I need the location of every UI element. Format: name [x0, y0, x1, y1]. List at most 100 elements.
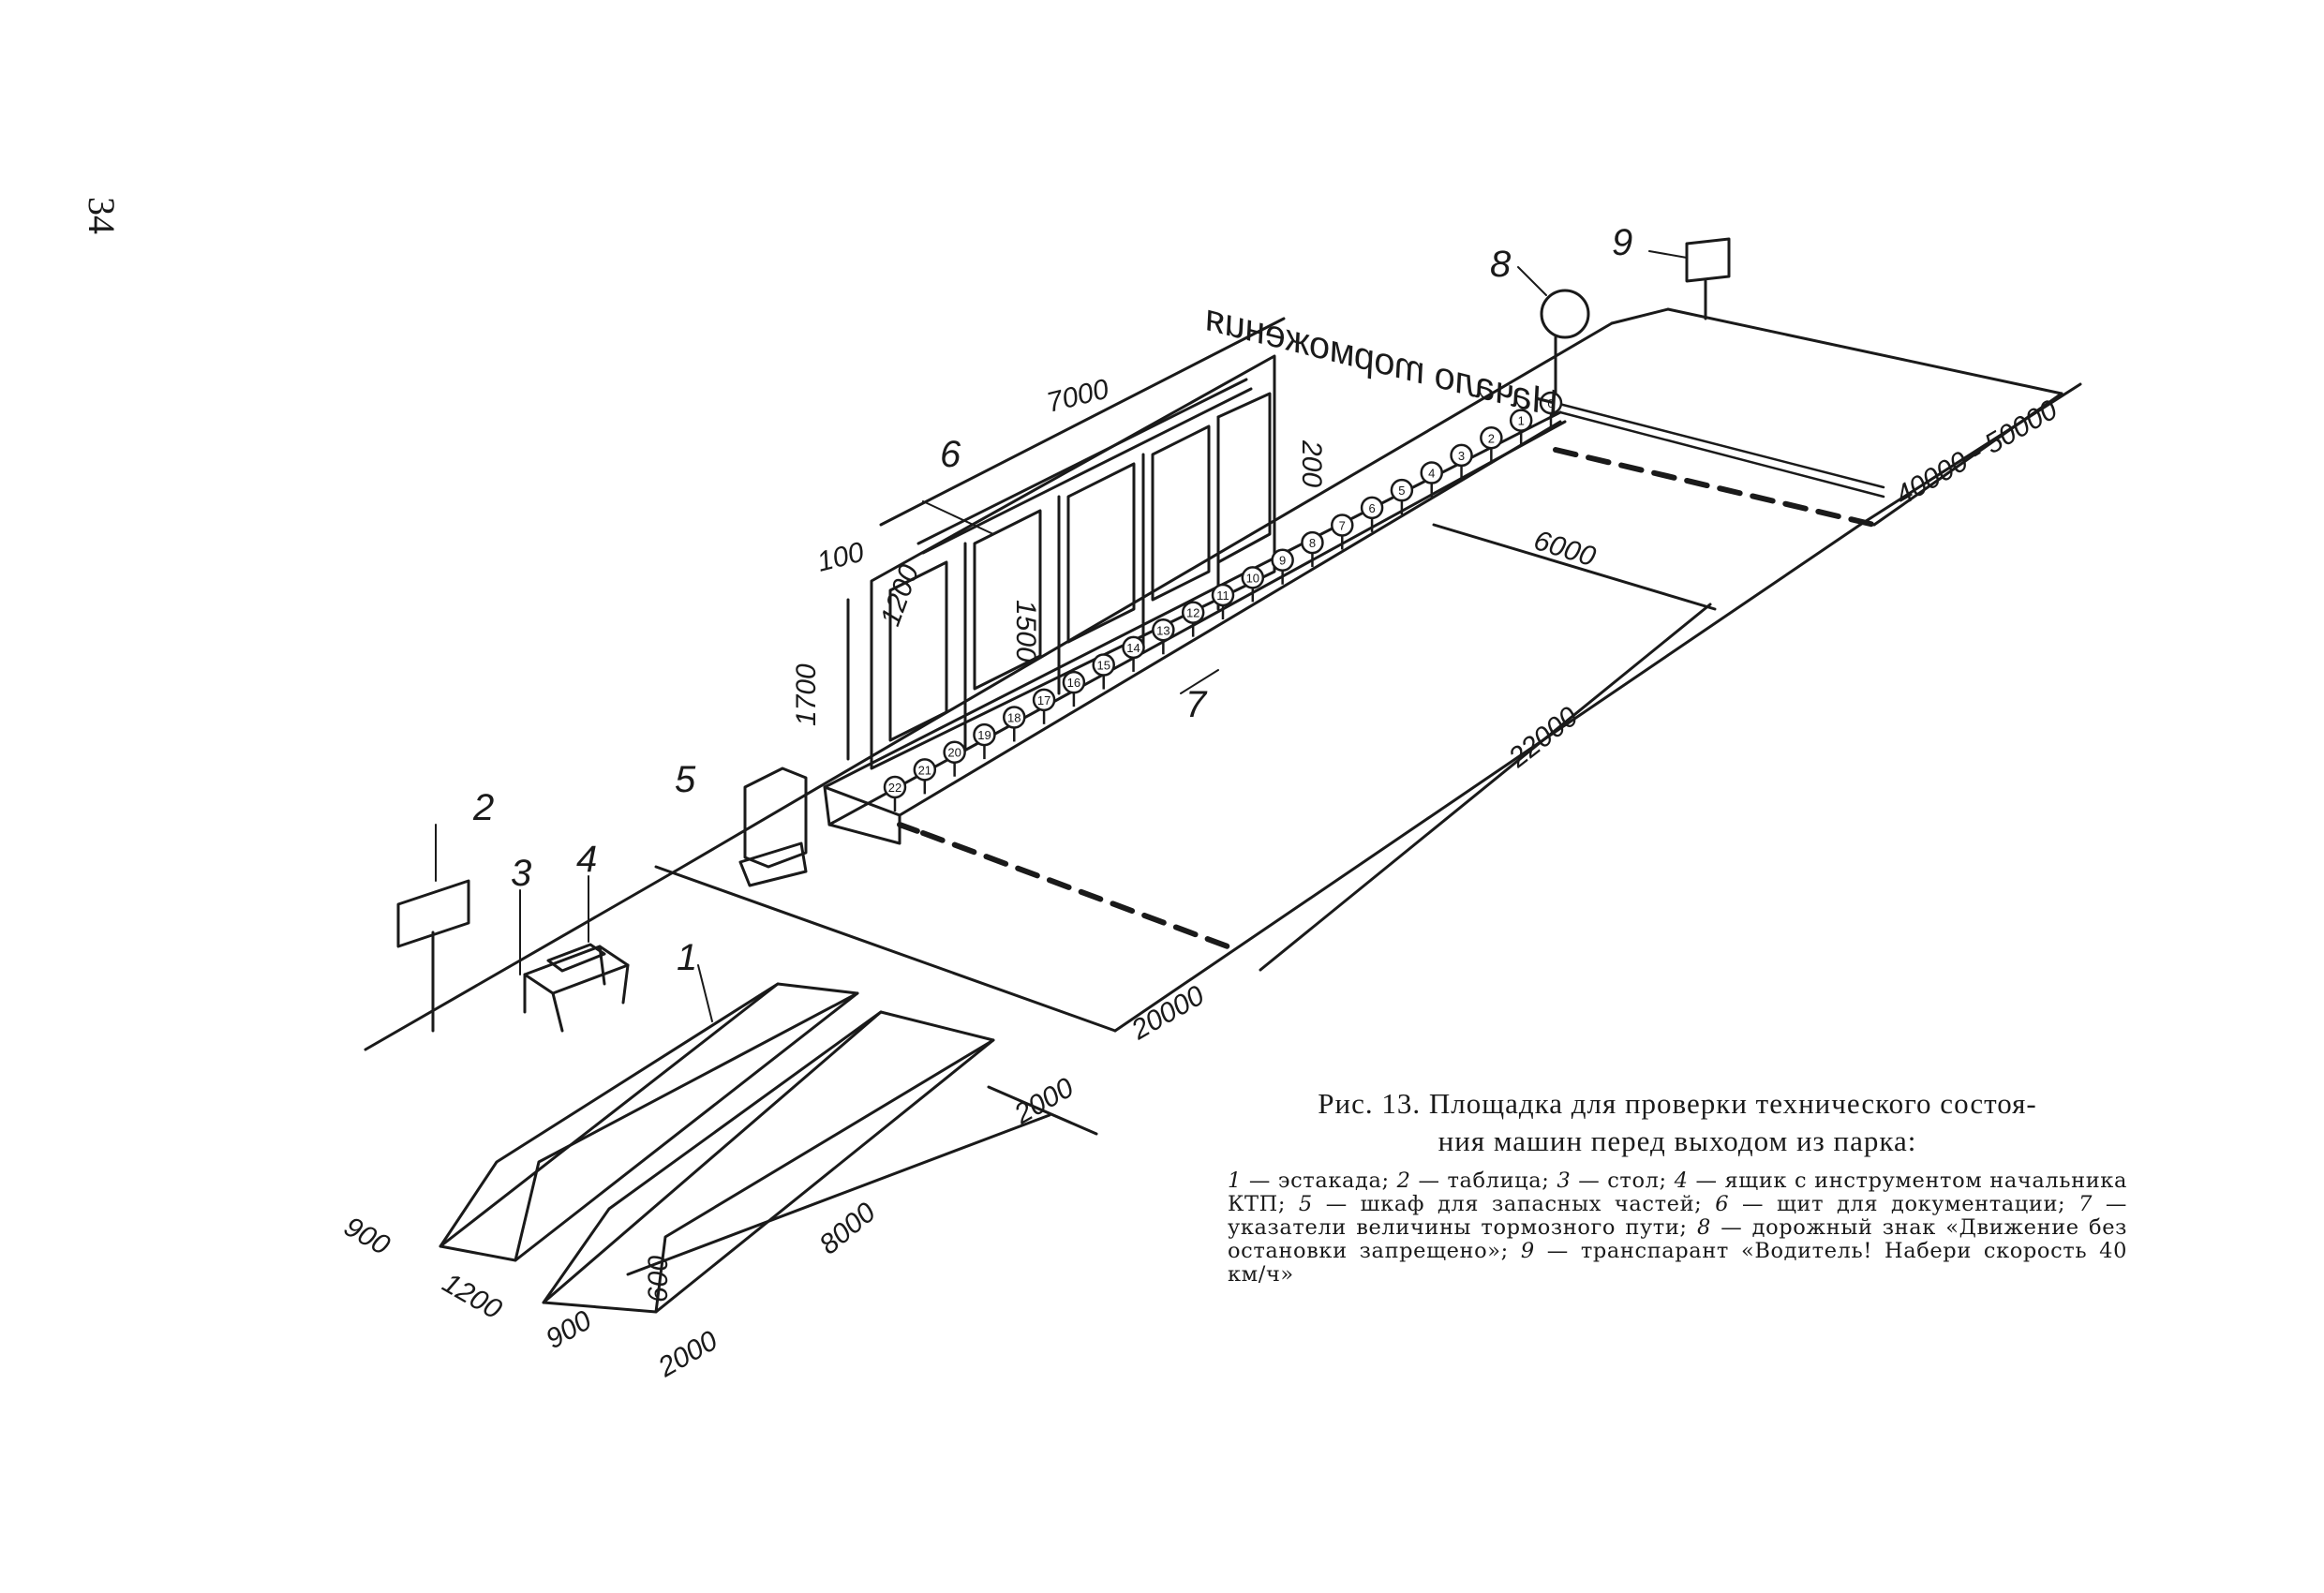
marker-label: 9 [1279, 554, 1286, 568]
marker-21: 21 [913, 758, 937, 795]
legend-item-6: 6 — щит для документации; [1715, 1192, 2078, 1216]
legend-number: 9 [1520, 1239, 1535, 1263]
dim-6000: 6000 [1530, 525, 1600, 573]
dim-600: 600 [643, 1256, 674, 1303]
marker-22: 22 [883, 775, 907, 811]
marker-label: 15 [1096, 659, 1110, 673]
dim-8000: 8000 [813, 1197, 882, 1260]
dim-1500: 1500 [1010, 600, 1041, 663]
marker-5: 5 [1390, 478, 1414, 515]
brake-start-line [1554, 401, 1885, 489]
table-top [523, 945, 630, 995]
legend-item-8: 8 — дорожный знак «Движение без остановк… [1228, 1215, 2127, 1263]
marker-15: 15 [1092, 653, 1115, 690]
marker-label: 12 [1186, 606, 1199, 620]
ramp-right [542, 1010, 995, 1314]
dim-22000: 22000 [1502, 701, 1584, 774]
marker-label: 21 [918, 763, 931, 777]
legend-text: — таблица; [1410, 1169, 1557, 1193]
dim-40000-line [1872, 392, 2063, 527]
dim-1200-ramp: 1200 [438, 1267, 508, 1325]
caption-title-line1: Рис. 13. Площадка для проверки техническ… [1318, 1087, 2037, 1120]
legend-text: — эстакада; [1241, 1169, 1397, 1193]
marker-0: 0 [1539, 391, 1563, 427]
legend-number: 8 [1696, 1215, 1711, 1240]
marker-label: 19 [977, 728, 991, 742]
dim-2000-bottom: 2000 [652, 1325, 723, 1384]
legend-item-9: 9 — транспарант «Водитель! Набери скорос… [1228, 1239, 2127, 1287]
caption-legend: 1 — эстакада; 2 — таблица; 3 — стол; 4 —… [1228, 1169, 2127, 1287]
label-6: 6 [940, 434, 961, 475]
marker-11: 11 [1211, 583, 1235, 619]
marker-label: 11 [1216, 588, 1229, 603]
brake-start-dash-line [1553, 447, 1877, 528]
marker-17: 17 [1032, 688, 1056, 724]
dim-20000: 20000 [1125, 980, 1210, 1047]
dim-40000-50000: 40000 - 50000 [1890, 395, 2063, 512]
label-7: 7 [1185, 684, 1208, 725]
marker-label: 20 [947, 746, 961, 760]
marker-label: 2 [1488, 431, 1495, 445]
label-3: 3 [511, 853, 531, 894]
marker-7: 7 [1331, 514, 1354, 550]
start-dash-line [897, 822, 1230, 949]
approach-front-edge [654, 865, 1117, 1033]
marker-8: 8 [1301, 530, 1324, 568]
label-4: 4 [576, 839, 597, 880]
marker-13: 13 [1152, 618, 1175, 655]
marker-19: 19 [973, 722, 996, 760]
road-sign-disc [1540, 289, 1590, 339]
marker-label: 7 [1339, 518, 1346, 532]
dim-900-bottom: 900 [541, 1304, 597, 1355]
legend-text: — ящик с инструментом начальника КТП; [1228, 1169, 2127, 1216]
marker-label: 14 [1126, 641, 1140, 655]
marker-12: 12 [1181, 601, 1205, 637]
marker-1: 1 [1509, 409, 1533, 445]
legend-item-1: 1 — эстакада; [1228, 1169, 1397, 1193]
dim-6000-line [1432, 523, 1717, 611]
marker-label: 5 [1398, 484, 1405, 498]
legend-number: 1 [1228, 1169, 1242, 1193]
dim-900-left: 900 [339, 1211, 395, 1261]
marker-14: 14 [1122, 635, 1145, 672]
marker-label: 1 [1518, 414, 1525, 428]
marker-label: 16 [1067, 676, 1080, 690]
legend-text: — шкаф для запасных частей; [1312, 1192, 1716, 1216]
legend-text: — указатели величины тормозного пути; [1228, 1192, 2128, 1240]
marker-16: 16 [1062, 670, 1086, 707]
legend-text: — щит для документации; [1729, 1192, 2079, 1216]
legend-number: 2 [1396, 1169, 1411, 1193]
banner-board [1685, 237, 1731, 283]
legend-text: — транспарант «Водитель! Набери скорость… [1228, 1239, 2127, 1287]
dim-100: 100 [814, 537, 868, 578]
legend-item-7: 7 — указатели величины тормозного пути; [1228, 1192, 2127, 1240]
dim-7000-line [879, 317, 1286, 527]
brake-start-line-2 [1558, 410, 1885, 499]
marker-20: 20 [943, 740, 966, 777]
legend-text: — дорожный знак «Движение без остановки … [1228, 1215, 2127, 1263]
marker-label: 22 [888, 781, 901, 795]
label-8: 8 [1490, 244, 1512, 285]
legend-item-4: 4 — ящик с инструментом начальника КТП; [1228, 1169, 2127, 1216]
tool-box [546, 943, 606, 973]
sign-board [396, 879, 470, 948]
dim-8000-line [626, 1113, 1051, 1276]
legend-number: 5 [1298, 1192, 1313, 1216]
legend-item-3: 3 — стол; [1557, 1169, 1674, 1193]
marker-label: 8 [1309, 536, 1316, 550]
marker-label: 18 [1007, 710, 1020, 724]
platform-block [823, 420, 1562, 845]
legend-item-2: 2 — таблица; [1397, 1169, 1557, 1193]
legend-number: 7 [2078, 1192, 2093, 1216]
road-text: Начало торможения [1200, 297, 1563, 425]
legend-item-5: 5 — шкаф для запасных частей; [1299, 1192, 1715, 1216]
marker-2: 2 [1480, 426, 1503, 463]
legend-number: 6 [1715, 1192, 1730, 1216]
label-2: 2 [472, 787, 494, 828]
dim-2000-gap [987, 1085, 1098, 1136]
marker-label: 13 [1156, 623, 1169, 637]
dim-1200-board: 1200 [875, 560, 926, 630]
marker-label: 10 [1246, 571, 1259, 585]
far-left-edge [1610, 307, 2063, 395]
